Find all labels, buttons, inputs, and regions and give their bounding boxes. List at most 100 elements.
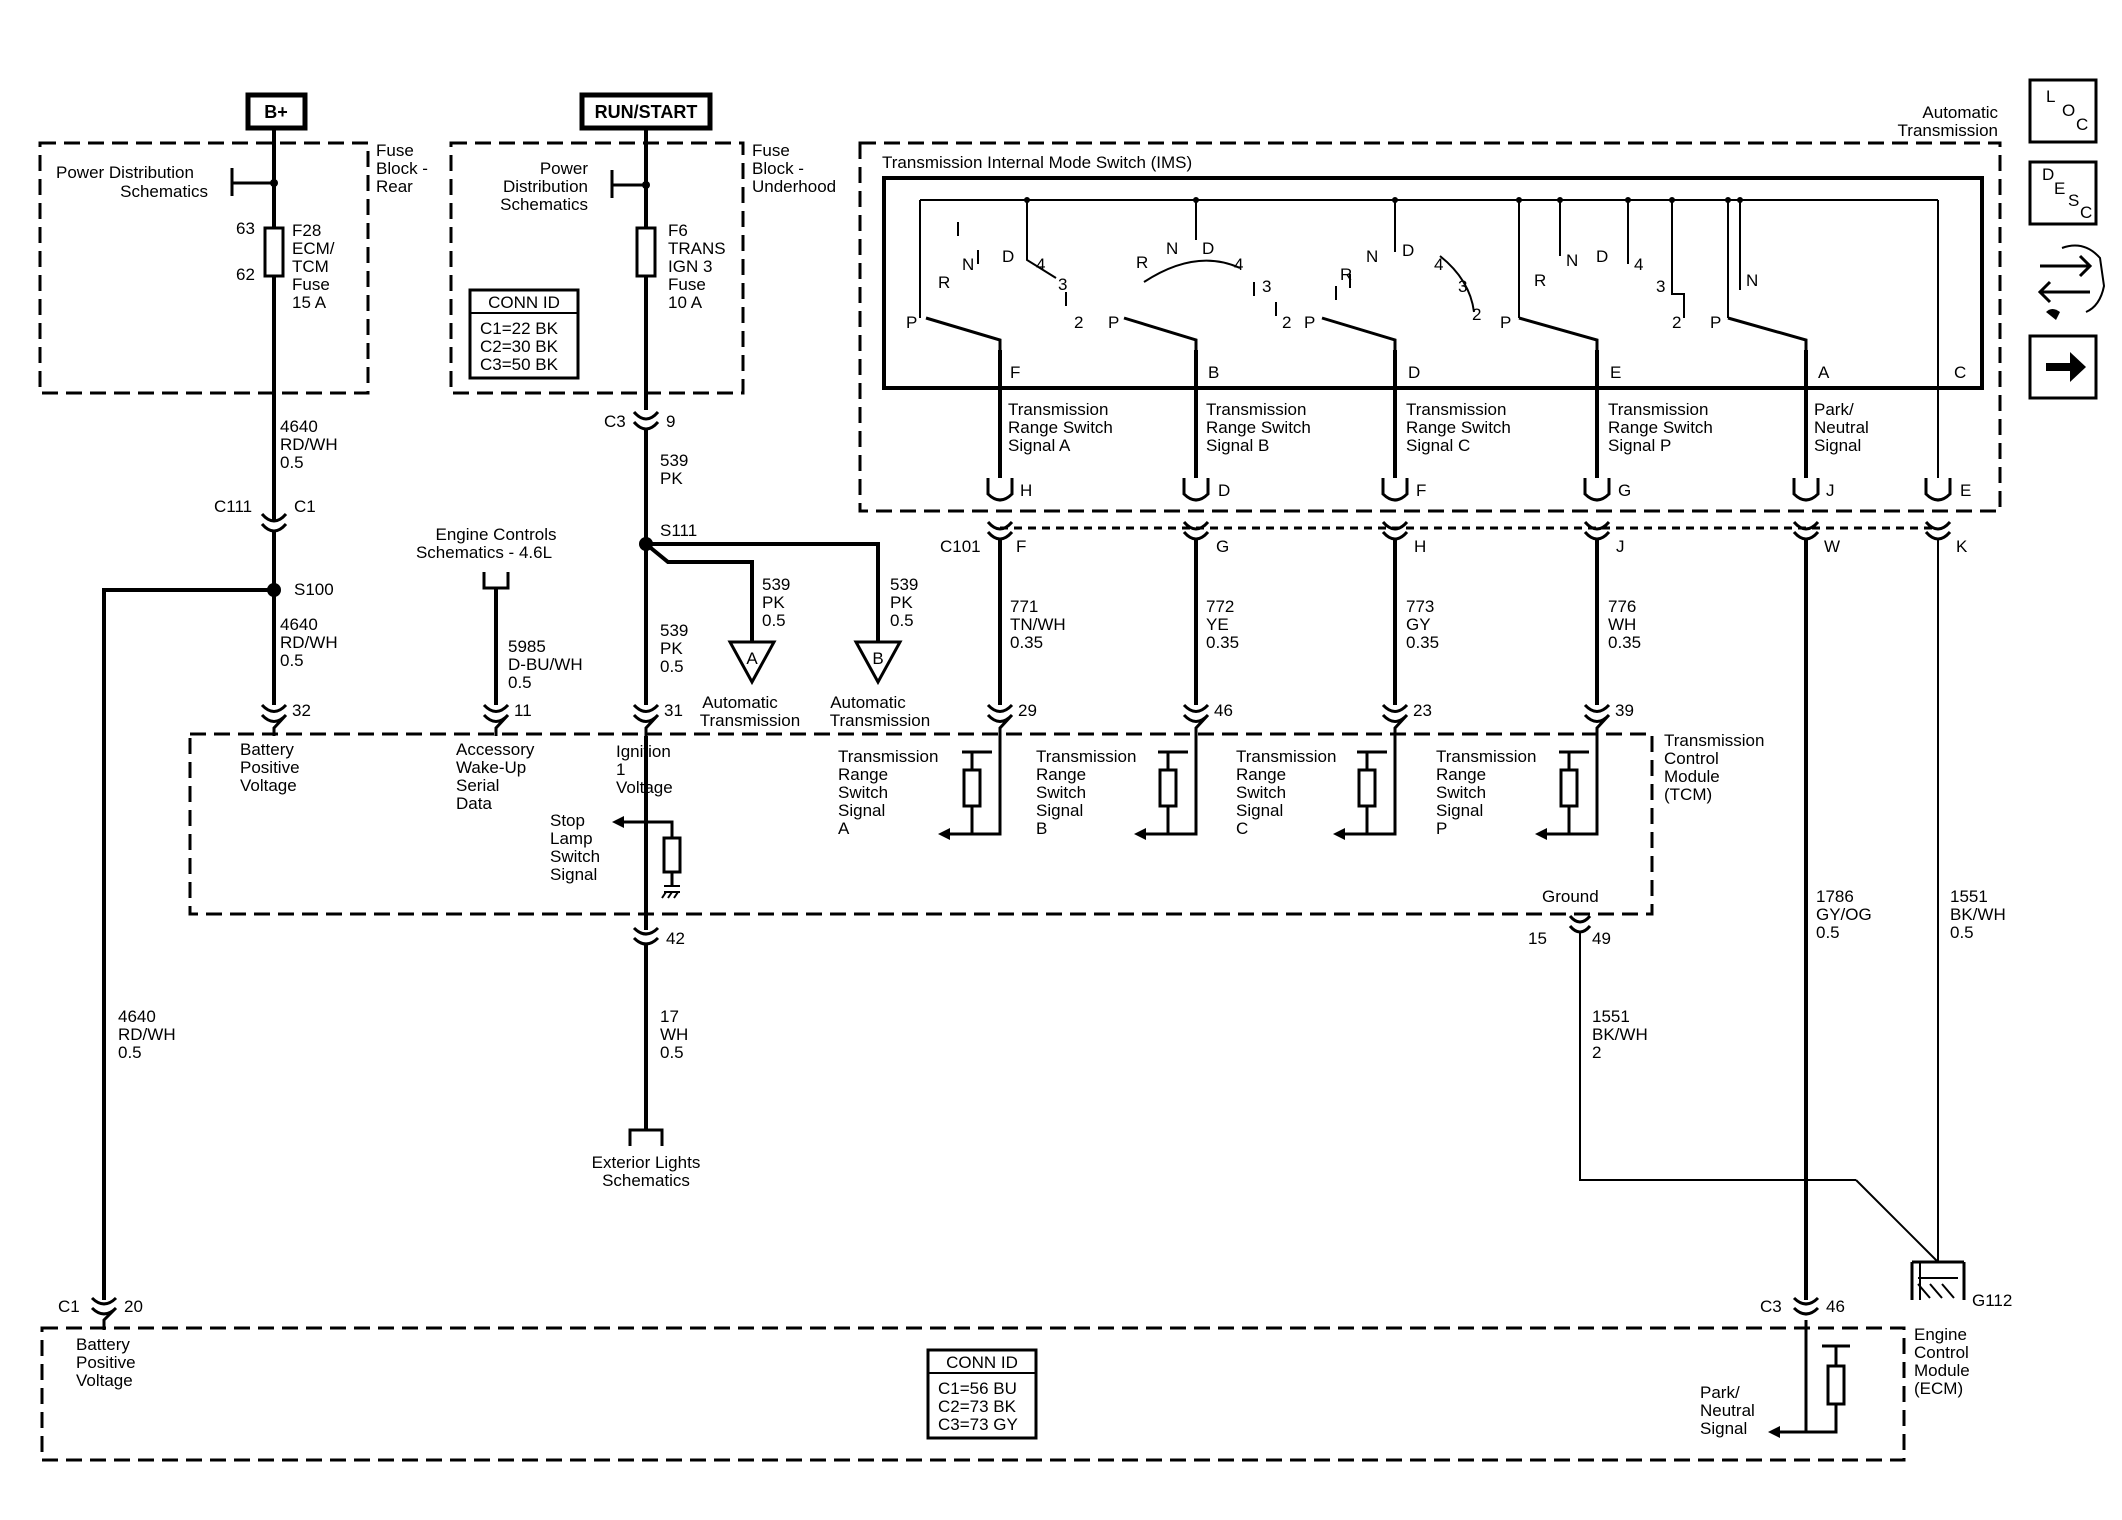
- wire-771-3: 0.35: [1010, 633, 1043, 652]
- tcm-sig-a-5: A: [838, 819, 850, 838]
- ims-switch-box: [882, 176, 1984, 390]
- ims-auto-trans-line2: Transmission: [1898, 121, 1998, 140]
- engine-controls-ref: Engine Controls Schematics - 4.6L 5985 D…: [416, 525, 583, 705]
- fuse-block-rear-line3: Rear: [376, 177, 413, 196]
- wire-776-1: 776: [1608, 597, 1636, 616]
- offpage-b-label: B: [872, 649, 883, 668]
- ecm-title-3: Module: [1914, 1361, 1970, 1380]
- offpage-b-symbol[interactable]: [853, 640, 903, 686]
- g112-label: G112: [1972, 1291, 2012, 1310]
- wire-4640-c-2: RD/WH: [118, 1025, 176, 1044]
- wire-4640-b-2: RD/WH: [280, 633, 338, 652]
- ims-park-3: Signal: [1814, 436, 1861, 455]
- sw3-4: 4: [1434, 255, 1443, 274]
- tcm-box: [188, 732, 1654, 916]
- wire-773-1: 773: [1406, 597, 1434, 616]
- tcm-pin-31: 31: [664, 701, 683, 720]
- description-icon[interactable]: D E S C: [2028, 160, 2098, 226]
- ims-sig-p-2: Range Switch: [1608, 418, 1713, 437]
- conn-id-top-row2: C2=30 BK: [480, 337, 559, 356]
- location-icon[interactable]: L O C: [2028, 78, 2098, 144]
- tcm-sig-p-5: P: [1436, 819, 1447, 838]
- loc-letter-o: O: [2062, 101, 2075, 120]
- tcm-sig-c-1: Transmission: [1236, 747, 1336, 766]
- wire-17-1: 17: [660, 1007, 679, 1026]
- f6-line2: TRANS: [668, 239, 726, 258]
- conn-id-top-box: [468, 288, 580, 380]
- wire-539-c-2: PK: [660, 639, 683, 658]
- tcm-sig-b-5: B: [1036, 819, 1047, 838]
- pds-under-line3: Schematics: [500, 195, 588, 214]
- diagnostic-tools-icon[interactable]: [2037, 244, 2106, 320]
- ims-section: Automatic Transmission Transmission Inte…: [858, 103, 2002, 513]
- tcm-title-1: Transmission: [1664, 731, 1764, 750]
- fuse-block-under-line1: Fuse: [752, 141, 790, 160]
- sw5-p: P: [1710, 313, 1721, 332]
- tcm-sig-b-4: Signal: [1036, 801, 1083, 820]
- sw4-d: D: [1596, 247, 1608, 266]
- fuse-f28-symbol: [263, 226, 285, 278]
- tcm-pin-11: 11: [514, 701, 532, 720]
- sw1-2: 2: [1074, 313, 1083, 332]
- wire-539-c-1: 539: [660, 621, 688, 640]
- wire-4640-a-2: RD/WH: [280, 435, 338, 454]
- ims-sig-c-1: Transmission: [1406, 400, 1506, 419]
- tcm-sig-c-5: C: [1236, 819, 1248, 838]
- c1-20-pin: 20: [124, 1297, 143, 1316]
- ecm-module: Engine Control Module (ECM) C1 20 Batter…: [40, 1296, 1970, 1462]
- c3-label: C3: [604, 412, 626, 431]
- sw3-n: N: [1366, 247, 1378, 266]
- c3-pin9: 9: [666, 412, 675, 431]
- sw4-2: 2: [1672, 313, 1681, 332]
- tcm-stoplamp-2: Lamp: [550, 829, 593, 848]
- offpage-a-label: A: [746, 649, 758, 668]
- tcm-wake-4: Data: [456, 794, 492, 813]
- conn-id-top-row1: C1=22 BK: [480, 319, 559, 338]
- ims-sig-c-2: Range Switch: [1406, 418, 1511, 437]
- c101-connector: C101 F G H J W K 771 TN/WH 0.35 772 YE 0…: [940, 520, 1968, 1300]
- sw1-p: P: [906, 313, 917, 332]
- offpage-a-symbol[interactable]: [727, 640, 777, 686]
- sw2-4: 4: [1234, 255, 1243, 274]
- tcm-sig-p-2: Range: [1436, 765, 1486, 784]
- wire-776-3: 0.35: [1608, 633, 1641, 652]
- ims-pin-f: F: [1010, 363, 1020, 382]
- fuse-block-underhood-box: [449, 141, 745, 395]
- tcm-sig-p-4: Signal: [1436, 801, 1483, 820]
- tcm-title-4: (TCM): [1664, 785, 1712, 804]
- f6-line5: 10 A: [668, 293, 703, 312]
- tcm-stoplamp-1: Stop: [550, 811, 585, 830]
- wire-17-2: WH: [660, 1025, 688, 1044]
- tcm-sig-c-4: Signal: [1236, 801, 1283, 820]
- ecm-battery-3: Voltage: [76, 1371, 133, 1390]
- c2-pin-d: D: [1218, 481, 1230, 500]
- f28-line4: Fuse: [292, 275, 330, 294]
- ims-pin-a: A: [1818, 363, 1830, 382]
- tcm-module: Transmission Control Module (TCM) 32 11 …: [188, 701, 1806, 1181]
- sw4-4: 4: [1634, 255, 1643, 274]
- sw1-3: 3: [1058, 275, 1067, 294]
- f28-line2: ECM/: [292, 239, 335, 258]
- f28-pin-63: 63: [236, 219, 255, 238]
- next-arrow-icon[interactable]: [2028, 334, 2098, 400]
- wire-1551-b-3: 0.5: [1950, 923, 1974, 942]
- tcm-battery-1: Battery: [240, 740, 294, 759]
- wire-17-3: 0.5: [660, 1043, 684, 1062]
- sw4-r: R: [1534, 271, 1546, 290]
- f6-line1: F6: [668, 221, 688, 240]
- tcm-sig-p-3: Switch: [1436, 783, 1486, 802]
- c101-pin-k: K: [1956, 537, 1968, 556]
- fuse-block-under-line3: Underhood: [752, 177, 836, 196]
- sw2-n: N: [1166, 239, 1178, 258]
- s111-label: S111: [660, 521, 697, 540]
- ims-sig-c-3: Signal C: [1406, 436, 1470, 455]
- ims-pin-d: D: [1408, 363, 1420, 382]
- c2-pin-e: E: [1960, 481, 1971, 500]
- wire-773-3: 0.35: [1406, 633, 1439, 652]
- tcm-wake-2: Wake-Up: [456, 758, 526, 777]
- conn-id-ecm-row2: C2=73 BK: [938, 1397, 1017, 1416]
- tcm-ground-label: Ground: [1542, 887, 1599, 906]
- s100-label: S100: [294, 580, 334, 599]
- runstart-supply-section: RUN/START Power Distribution Schematics …: [449, 92, 930, 730]
